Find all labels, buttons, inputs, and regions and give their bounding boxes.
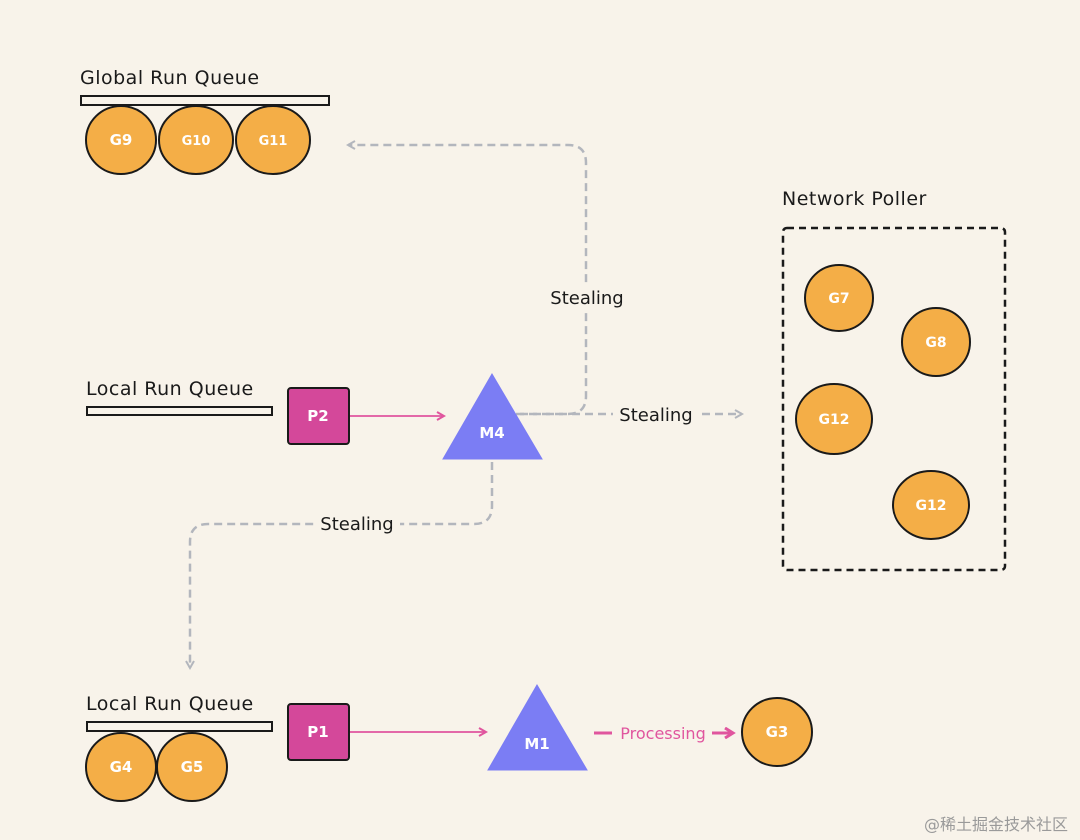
global-run-queue-label: Global Run Queue: [80, 67, 260, 89]
stealing-arrow-to-local-queue: [190, 462, 494, 668]
goroutine-g10: G10: [158, 105, 234, 175]
local-run-queue-label: Local Run Queue: [86, 693, 254, 715]
local-run-queue-bar: [86, 721, 273, 732]
goroutine-label: G10: [182, 134, 211, 149]
goroutine-g12: G12: [795, 383, 873, 455]
network-poller-box: [781, 226, 1007, 572]
goroutine-g12: G12: [892, 470, 970, 540]
processor-p1: P1: [287, 703, 350, 761]
watermark: @稀土掘金技术社区: [924, 815, 1068, 834]
stealing-label: Stealing: [619, 405, 692, 426]
goroutine-label: G12: [819, 412, 850, 428]
processor-label: P1: [307, 723, 328, 741]
goroutine-g7: G7: [804, 264, 874, 332]
label-backdrop: [613, 402, 699, 428]
label-backdrop: [314, 511, 400, 537]
goroutine-g4: G4: [85, 732, 157, 802]
local-run-queue-bar: [86, 406, 273, 416]
goroutine-label: G3: [766, 723, 789, 741]
goroutine-label: G11: [259, 134, 288, 149]
stealing-arrow-to-global: [348, 145, 588, 416]
processor-label: P2: [307, 407, 328, 425]
global-run-queue-bar: [80, 95, 330, 106]
network-poller-label: Network Poller: [782, 188, 927, 210]
goroutine-label: G4: [110, 758, 133, 776]
goroutine-label: G9: [110, 131, 133, 149]
goroutine-g9: G9: [85, 105, 157, 175]
goroutine-g11: G11: [235, 105, 311, 175]
goroutine-g3: G3: [741, 697, 813, 767]
goroutine-label: G12: [916, 498, 947, 514]
goroutine-label: G5: [181, 758, 204, 776]
machine-m1: M1: [487, 684, 588, 771]
label-backdrop: [546, 284, 628, 310]
stealing-label: Stealing: [550, 288, 623, 309]
machine-label: M1: [524, 735, 549, 753]
goroutine-g5: G5: [156, 732, 228, 802]
local-run-queue-label: Local Run Queue: [86, 378, 254, 400]
goroutine-label: G8: [925, 335, 946, 351]
goroutine-label: G7: [828, 291, 849, 307]
machine-label: M4: [479, 424, 504, 442]
processor-p2: P2: [287, 387, 350, 445]
goroutine-g8: G8: [901, 307, 971, 377]
processing-label: Processing: [620, 724, 705, 743]
stealing-label: Stealing: [320, 514, 393, 535]
machine-m4: M4: [442, 373, 543, 460]
